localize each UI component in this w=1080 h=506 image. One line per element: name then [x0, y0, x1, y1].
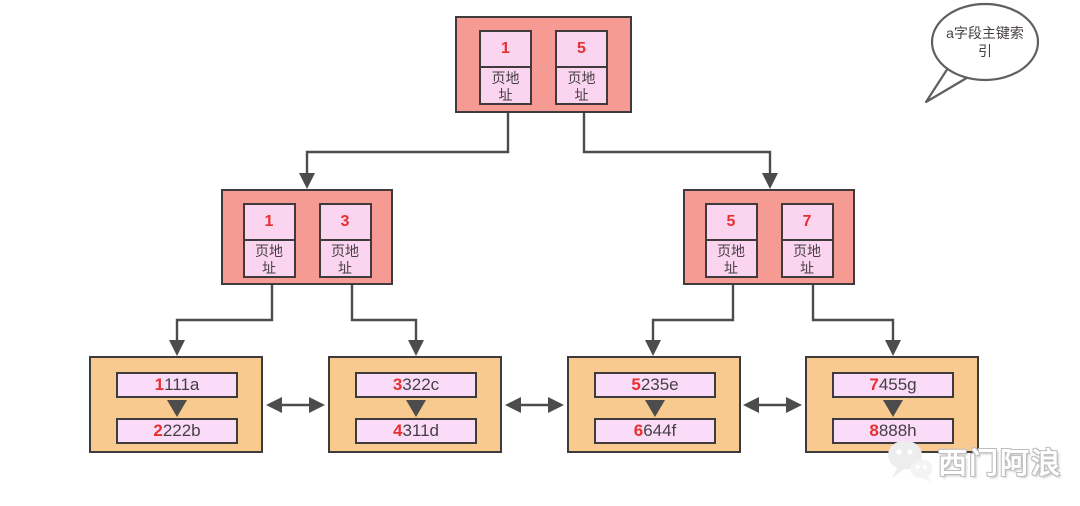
watermark-name: 西门阿浪 — [938, 448, 1063, 480]
key-value: 5 — [557, 32, 606, 68]
record-value: 644f — [643, 421, 677, 440]
arrow-down-icon — [883, 400, 903, 417]
key-cell: 3 页地址 — [318, 203, 372, 278]
record-row: 1111a — [116, 372, 238, 398]
key-cell: 1 页地址 — [242, 203, 296, 278]
internal-node-right: 5 页地址 7 页地址 — [683, 189, 855, 285]
key-cell: 7 页地址 — [780, 203, 834, 278]
callout-label: a字段主键索引 — [946, 25, 1024, 59]
record-row: 6644f — [594, 418, 716, 444]
key-value: 5 — [706, 205, 756, 241]
record-row: 8888h — [832, 418, 954, 444]
page-address-label: 页地址 — [331, 243, 359, 276]
key-cell: 5 页地址 — [555, 30, 608, 105]
record-key: 7 — [869, 375, 879, 394]
page-address-label: 页地址 — [567, 70, 596, 103]
key-value: 3 — [320, 205, 370, 241]
key-cell: 1 页地址 — [479, 30, 532, 105]
record-value: 222b — [162, 421, 201, 440]
wechat-icon — [888, 440, 933, 482]
page-address-label: 页地址 — [717, 243, 745, 276]
page-address-label: 页地址 — [255, 243, 283, 276]
record-key: 5 — [631, 375, 641, 394]
record-key: 4 — [392, 421, 403, 440]
record-row: 5235e — [594, 372, 716, 398]
arrow-down-icon — [406, 400, 426, 417]
watermark: 西门阿浪 — [886, 438, 1062, 484]
record-value: 455g — [878, 375, 917, 394]
record-value: 235e — [640, 375, 679, 394]
record-value: 111a — [164, 375, 200, 394]
record-key: 1 — [154, 375, 165, 394]
record-key: 2 — [153, 421, 163, 440]
record-value: 311d — [402, 421, 440, 440]
record-row: 4311d — [355, 418, 477, 444]
key-value: 1 — [244, 205, 294, 241]
record-row: 3322c — [355, 372, 477, 398]
record-row: 2222b — [116, 418, 238, 444]
key-value: 1 — [481, 32, 530, 68]
page-address-label: 页地址 — [793, 243, 821, 276]
leaf-node-2: 3322c 4311d — [328, 356, 502, 453]
record-value: 322c — [402, 375, 440, 394]
record-value: 888h — [878, 421, 917, 440]
key-value: 7 — [782, 205, 832, 241]
key-cell: 5 页地址 — [704, 203, 758, 278]
record-row: 7455g — [832, 372, 954, 398]
root-node: 1 页地址 5 页地址 — [455, 16, 632, 113]
arrow-down-icon — [167, 400, 187, 417]
leaf-node-1: 1111a 2222b — [89, 356, 263, 453]
internal-node-left: 1 页地址 3 页地址 — [221, 189, 393, 285]
page-address-label: 页地址 — [491, 70, 520, 103]
callout-bubble — [924, 2, 1040, 104]
record-key: 3 — [392, 375, 403, 394]
arrow-down-icon — [645, 400, 665, 417]
leaf-node-3: 5235e 6644f — [567, 356, 741, 453]
record-key: 6 — [633, 421, 644, 440]
record-key: 8 — [869, 421, 879, 440]
